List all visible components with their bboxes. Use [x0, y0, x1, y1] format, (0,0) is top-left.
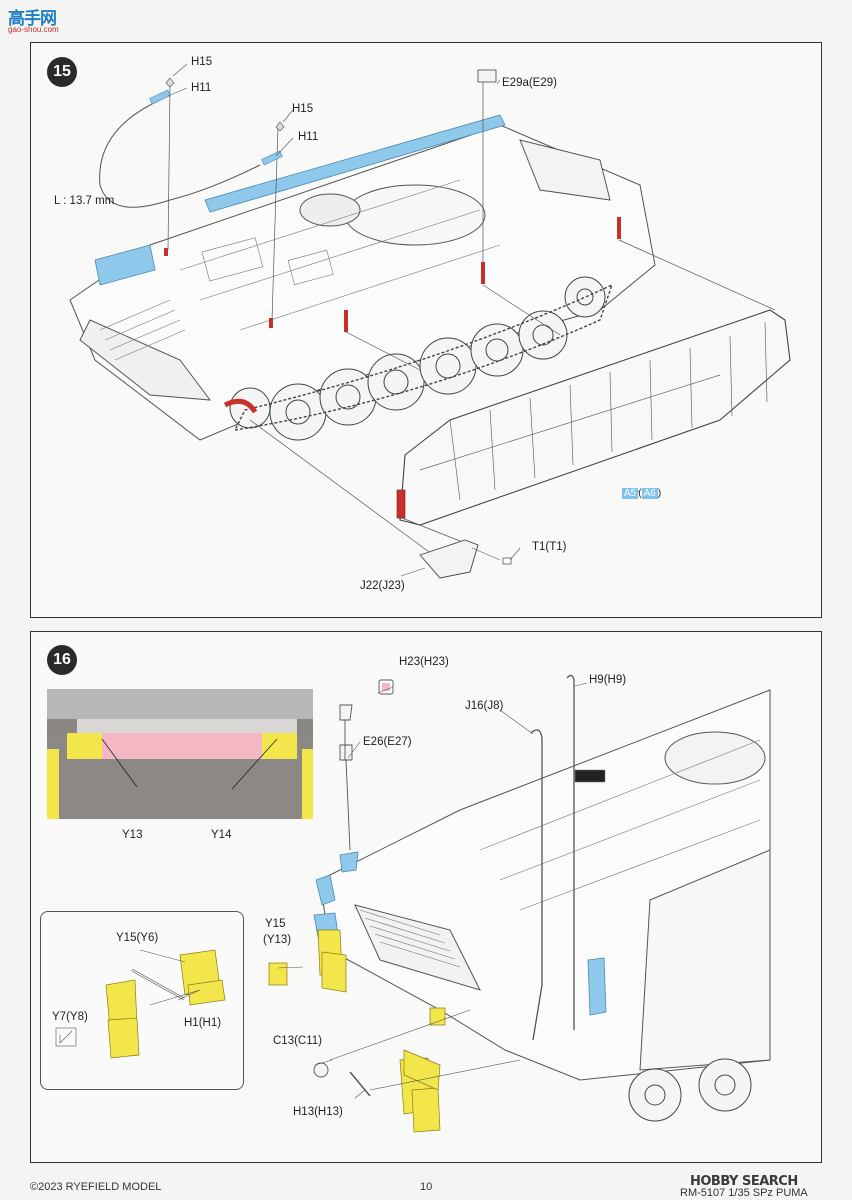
- label-e26: E26(E27): [363, 736, 412, 748]
- label-t1: T1(T1): [532, 541, 567, 553]
- label-h1: H1(H1): [184, 1017, 222, 1029]
- label-h15-b: H15: [292, 103, 314, 115]
- hull-body: [69, 124, 656, 441]
- yellow-mudflaps: [399, 1049, 441, 1133]
- label-a6: A6: [641, 488, 658, 499]
- side-skirt-armor: [396, 309, 791, 526]
- label-e29: E29a(E29): [502, 77, 557, 89]
- label-h23: H23(H23): [399, 656, 449, 668]
- label-y14: Y14: [211, 829, 232, 841]
- reference-photo-drawing: [47, 689, 313, 819]
- label-y15-main: Y15: [265, 918, 286, 930]
- label-j16: J16(J8): [465, 700, 504, 712]
- footer-copyright: ©2023 RYEFIELD MODEL: [30, 1181, 162, 1193]
- label-h13: H13(H13): [293, 1106, 343, 1118]
- inset-yellow-parts: [105, 949, 226, 1059]
- label-h15-a: H15: [191, 56, 213, 68]
- watermark-title: 高手网: [8, 9, 57, 29]
- label-y13: Y13: [122, 829, 143, 841]
- site-watermark: 高手网 gao-shou.com: [4, 2, 74, 36]
- label-h11-a: H11: [191, 82, 212, 94]
- road-wheels: [229, 276, 606, 441]
- label-j22: J22(J23): [360, 580, 405, 592]
- label-h11-b: H11: [298, 131, 319, 143]
- reference-photo: [47, 689, 313, 819]
- label-a5: A5: [622, 488, 639, 499]
- label-y13-main: (Y13): [263, 934, 292, 946]
- label-c13: C13(C11): [273, 1035, 322, 1047]
- hobby-search-watermark: HOBBY SEARCH: [690, 1174, 798, 1189]
- footer-model: RM-5107 1/35 SPz PUMA: [680, 1187, 808, 1199]
- step-15-number: 15: [47, 57, 77, 87]
- label-y7: Y7(Y8): [52, 1011, 88, 1023]
- footer-page-number: 10: [420, 1181, 433, 1193]
- label-cable-length: L : 13.7 mm: [54, 195, 115, 207]
- label-y15-inset: Y15(Y6): [116, 932, 159, 944]
- watermark-url: gao-shou.com: [8, 25, 59, 34]
- label-a5-a6: A5(A6): [622, 488, 662, 499]
- step-16-number: 16: [47, 645, 77, 675]
- label-h9: H9(H9): [589, 674, 627, 686]
- blue-side-part: [94, 244, 156, 286]
